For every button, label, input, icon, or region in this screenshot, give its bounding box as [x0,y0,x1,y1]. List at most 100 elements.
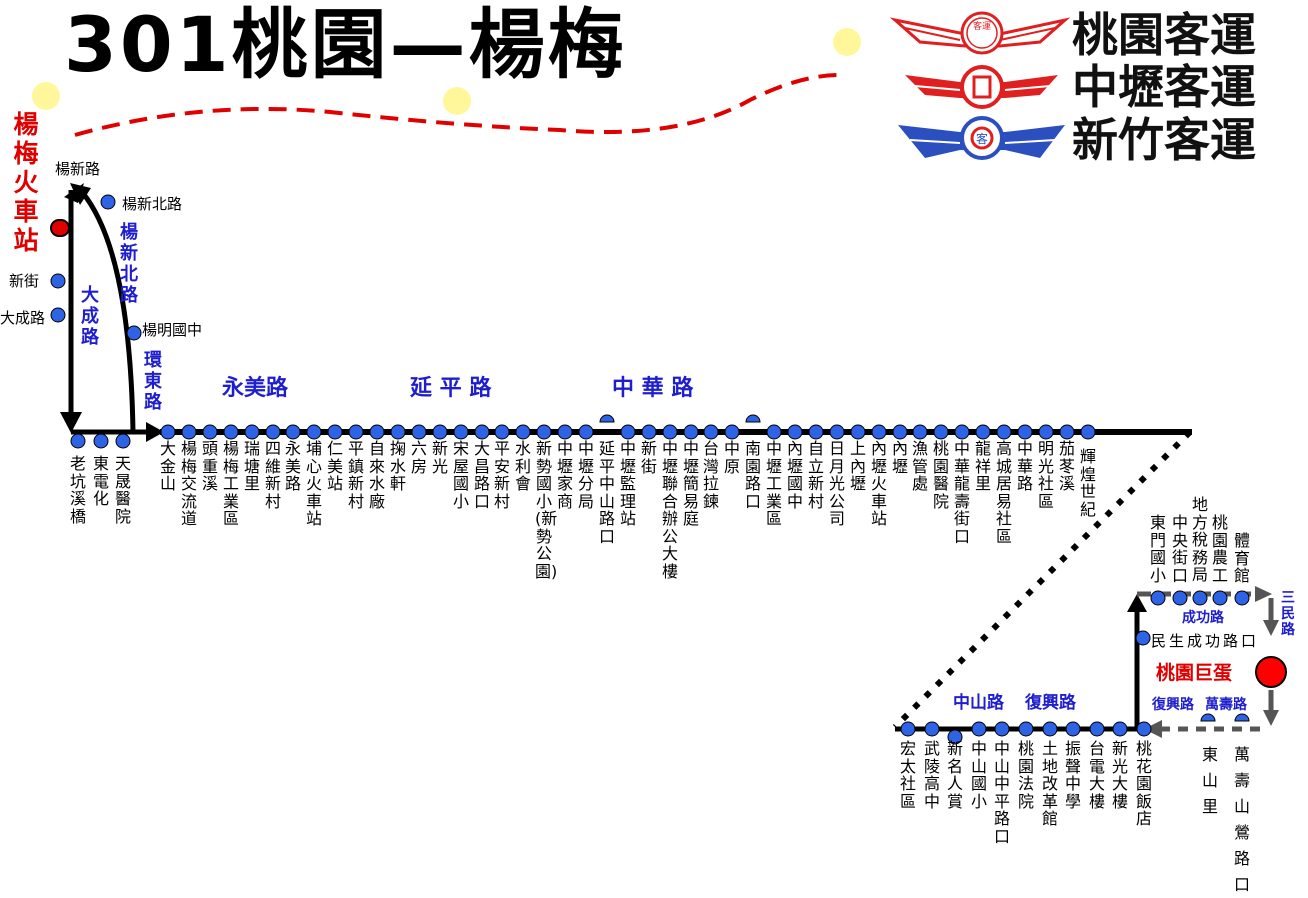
stop-main-36: 漁管處 [911,439,928,493]
stop-right-top-0-dot [1150,590,1166,606]
stop-main-8: 仁美站 [326,439,343,493]
company-taoyuan: 桃園客運 [1072,8,1256,62]
stop-lower-8: 台電大樓 [1088,739,1105,811]
stop-main-35: 內壢 [891,439,908,476]
stop-dongshan-dot [1200,713,1216,722]
road-yongmei: 永美路 [222,376,289,401]
stop-main-15-dot [474,424,490,440]
stop-lower-6-dot [1042,721,1058,737]
arrow-down-icon [60,412,82,433]
stop-main-43: 茄苳溪 [1058,439,1075,493]
taoyuan-bus-logo-icon [889,11,1071,55]
stop-main-12: 六房 [410,439,427,476]
road-fuxing: 復興路 [1025,693,1076,713]
arrow-left-icon [1144,720,1162,738]
stop-main-27: 中原 [723,439,740,476]
stop-yangxinbei-rd: 楊新北路 [122,195,183,213]
stop-main-18-dot [536,424,552,440]
stop-lower-10: 桃花園飯店 [1135,739,1152,828]
stop-main-11-dot [390,424,406,440]
road-yangxinbei: 楊新北路 [120,222,138,306]
stop-main-5: 四維新村 [264,439,281,511]
stop-main-2-dot [202,424,218,440]
arrow-down-icon-2 [1263,620,1279,636]
stop-left-bottom-1-dot [93,433,109,449]
stop-main-15: 大昌路口 [473,439,490,511]
stop-main-1: 楊梅交流道 [180,439,197,528]
stop-main-20: 中壢分局 [577,439,594,511]
stop-main-23-dot [641,424,657,440]
page-title: 301桃園—楊梅 [64,0,627,89]
road-dacheng: 大成路 [81,285,99,348]
road-chenggong: 成功路 [1182,610,1224,626]
stop-main-21: 延平中山路口 [598,439,615,546]
stop-main-9: 平鎮新村 [347,439,364,511]
stop-lower-3-dot [971,721,987,737]
stop-main-24: 中壢聯合辦公大樓 [661,439,678,581]
stop-right-top-3-dot [1212,590,1228,606]
stop-main-8-dot [327,424,343,440]
stop-xinjie: 新街 [9,272,40,290]
arrow-right-icon-2 [1255,586,1272,602]
stop-lower-1: 武陵高中 [923,739,940,811]
stop-main-41-dot [1017,424,1033,440]
stop-main-38-dot [954,424,970,440]
stop-main-34: 內壢火車站 [870,439,887,528]
stop-main-33: 上內壢 [849,439,866,493]
stop-main-35-dot [892,424,908,440]
stop-main-12-dot [411,424,427,440]
stop-lower-7: 振聲中學 [1064,739,1081,811]
stop-main-20-dot [578,424,594,440]
stop-main-41: 中華路 [1016,439,1033,493]
stop-lower-7-dot [1065,721,1081,737]
stop-main-10: 自來水廠 [368,439,385,511]
arrow-up-icon-2 [1127,594,1147,612]
stop-right-top-1-dot [1172,590,1188,606]
company-hsinchu: 新竹客運 [1072,113,1256,167]
stop-main-22-dot [620,424,636,440]
stop-lower-0-dot [900,721,916,737]
stop-main-26-dot [703,424,719,440]
terminal-yangmei: 楊梅火車站 [13,110,39,255]
stop-dacheng-rd-dot [50,307,66,323]
stop-main-19-dot [557,424,573,440]
stop-main-28: 南園路口 [744,439,761,511]
stop-main-16-dot [494,424,510,440]
arrow-down-icon-3 [1263,710,1279,726]
stop-right-top-2-dot [1192,590,1208,606]
stop-main-end-dot [1080,424,1096,440]
stop-main-26: 台灣拉鍊 [702,439,719,511]
stop-main-4-dot [244,424,260,440]
stop-lower-5: 桃園法院 [1017,739,1034,811]
decor-dot-3 [833,28,861,56]
yangxinbei-curve [80,190,136,433]
stop-main-30: 內壢國中 [786,439,803,511]
stop-main-21-dot [599,414,615,423]
stop-main-4: 瑞塘里 [243,439,260,493]
stop-main-28-dot [745,414,761,423]
zhongli-bus-logo-icon [905,65,1058,109]
stop-left-bottom-0: 老坑溪橋 [69,454,86,526]
stop-minsheng-chenggong-dot [1135,630,1151,646]
arrow-up-left-icon [70,183,91,205]
stop-main-1-dot [181,424,197,440]
stop-main-13-dot [432,424,448,440]
stop-lower-9-dot [1112,721,1128,737]
stop-main-16: 平安新村 [493,439,510,511]
hsinchu-seal-text: 客 [975,132,988,146]
stop-main-34-dot [871,424,887,440]
stop-main-29: 中壢工業區 [765,439,782,528]
stop-main-3: 楊梅工業區 [222,439,239,528]
stop-main-6: 永美路 [284,439,301,493]
stop-right-top-2: 地方稅務局 [1191,495,1208,584]
stop-yangxinbei-rd-dot [100,194,116,210]
stop-main-24-dot [662,424,678,440]
decorative-wave [74,73,841,137]
stop-yangming-jhs: 楊明國中 [142,321,203,339]
stop-main-22: 中壢監理站 [619,439,636,528]
stop-main-2: 頭重溪 [201,439,218,493]
stop-main-5-dot [265,424,281,440]
stop-main-0-dot [160,424,176,440]
stop-right-top-1: 中央街口 [1171,513,1188,585]
stop-right-bottom-0: 東山里 [1201,745,1218,816]
